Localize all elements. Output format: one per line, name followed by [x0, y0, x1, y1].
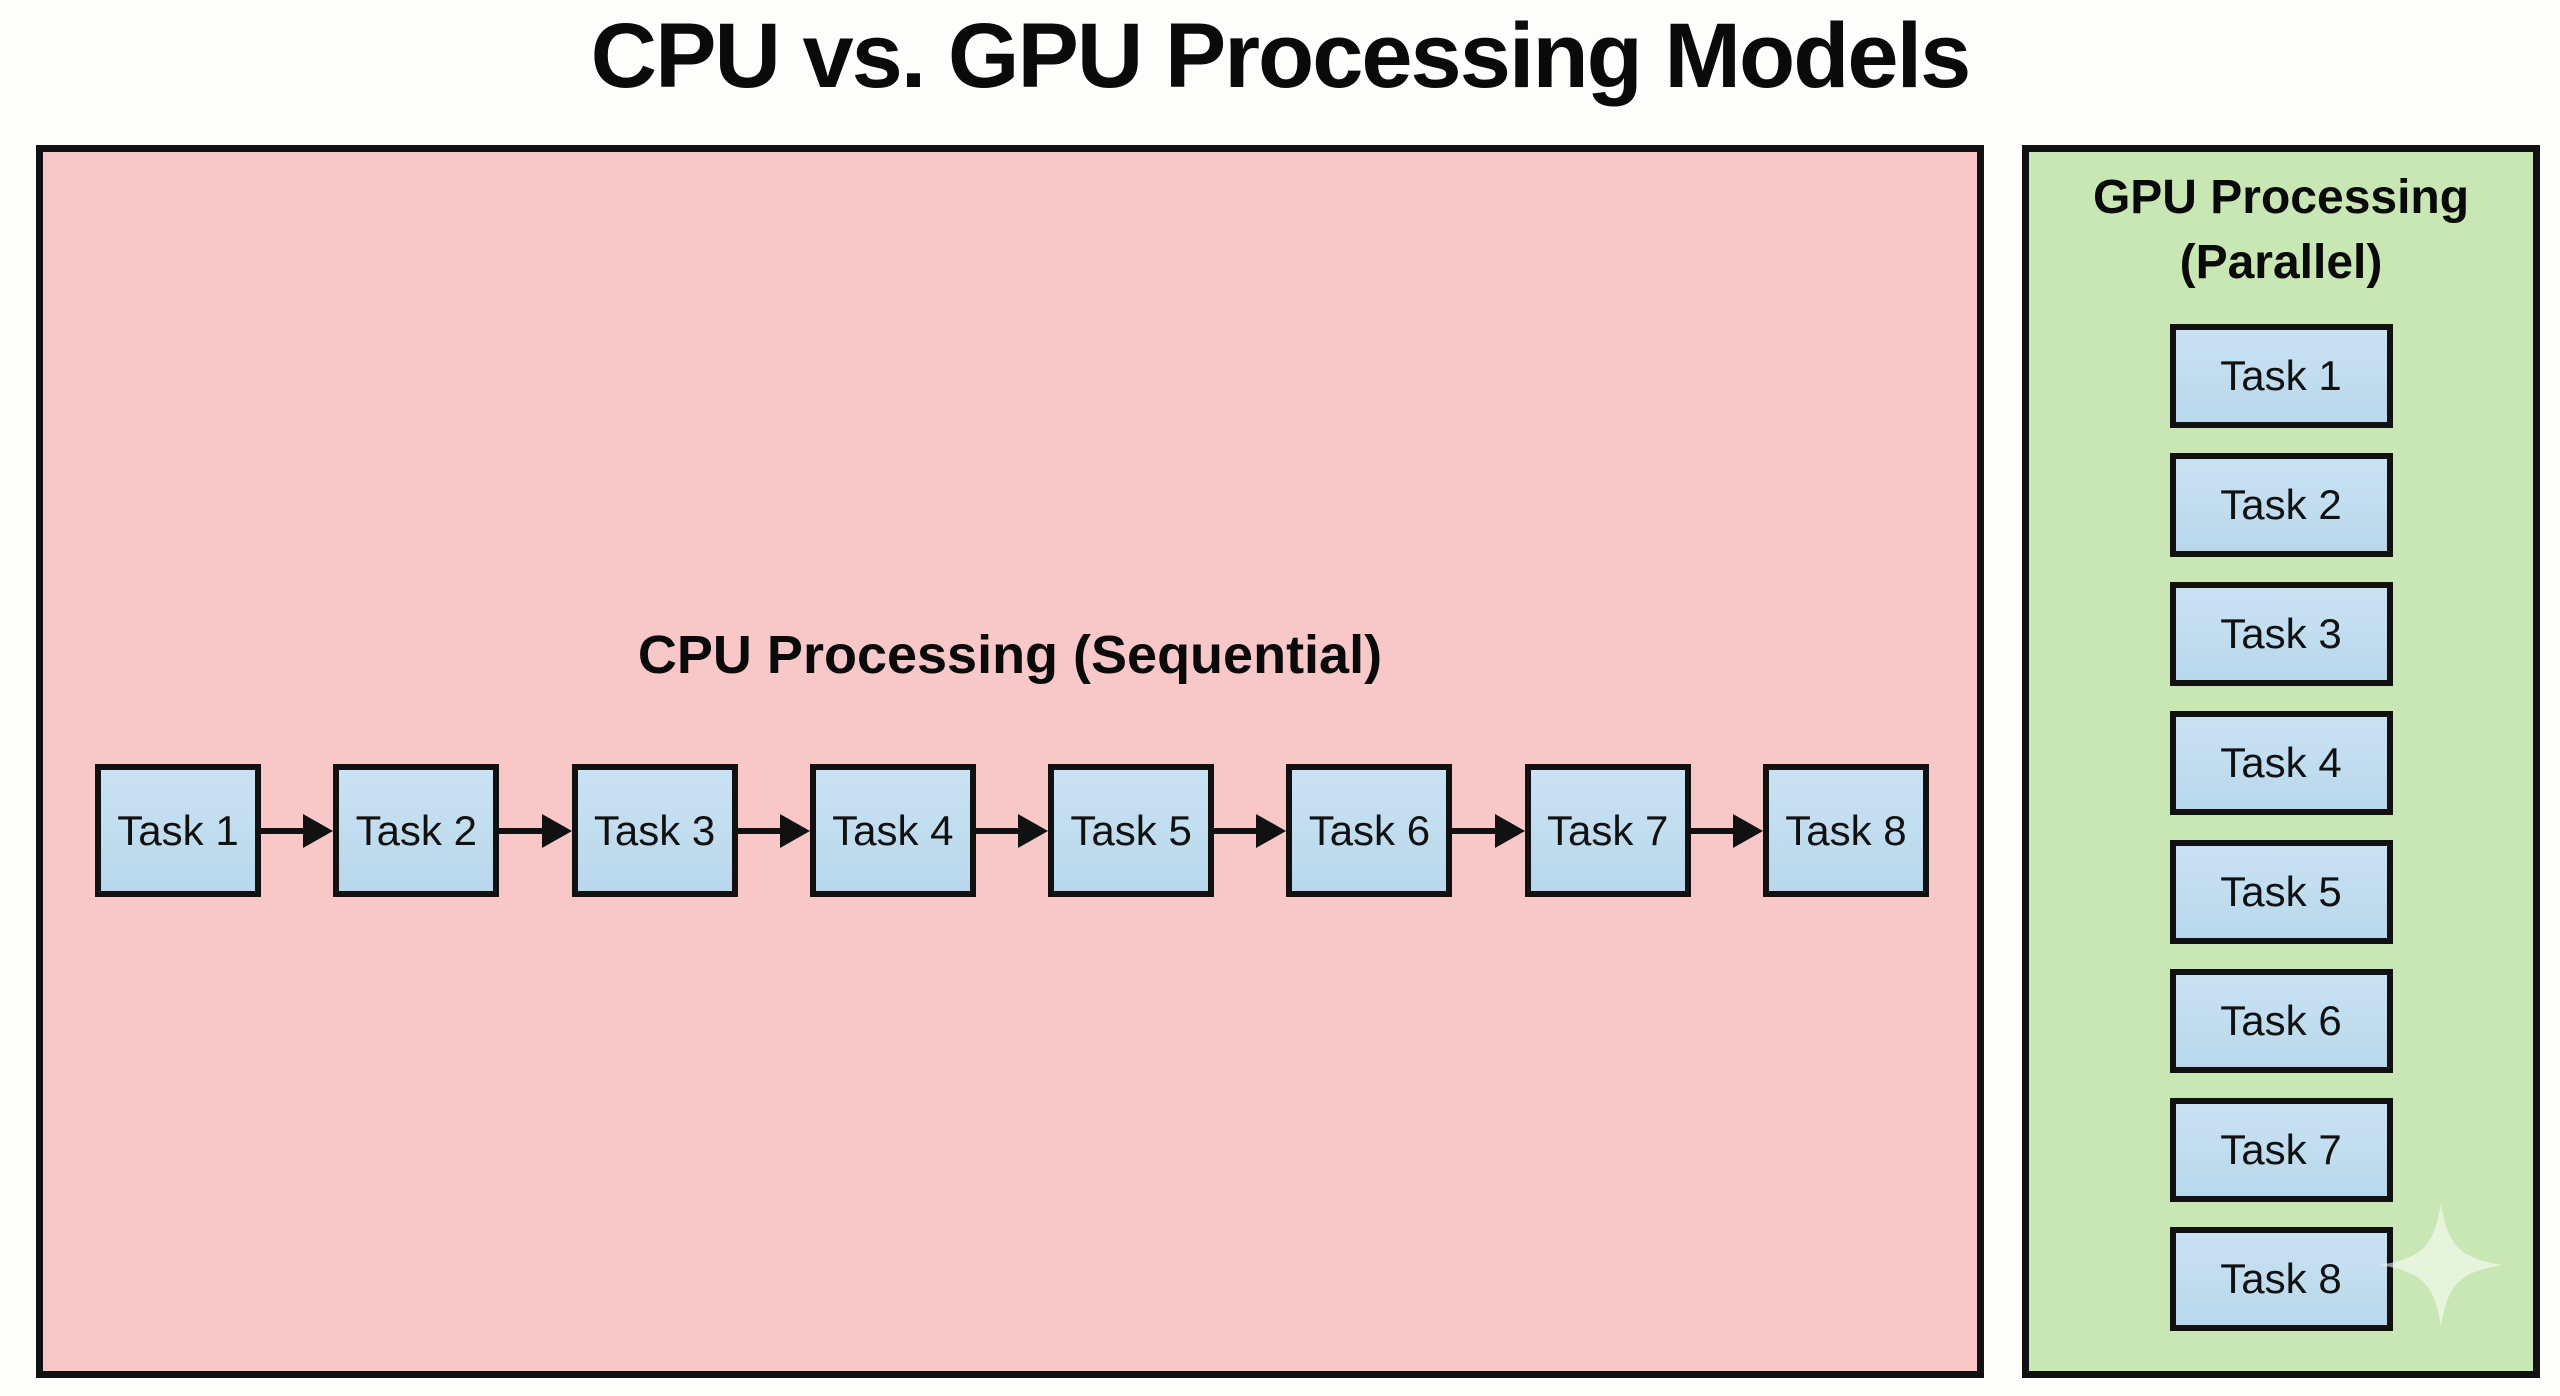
gpu-panel-label: GPU Processing (Parallel) — [2029, 166, 2533, 296]
arrow-line — [737, 827, 780, 834]
cpu-task-box: Task 5 — [1048, 764, 1215, 897]
arrow-line — [1452, 827, 1495, 834]
arrow-head — [1494, 813, 1525, 848]
cpu-task-row: Task 1 Task 2 Task 3 Task 4 Task 5 Task … — [95, 764, 1929, 897]
gpu-panel-label-line1: GPU Processing — [2092, 171, 2470, 224]
gpu-task-box: Task 3 — [2169, 582, 2393, 686]
arrow-head — [1732, 813, 1763, 848]
arrow-right-icon — [261, 813, 334, 848]
cpu-task-box: Task 3 — [571, 764, 738, 897]
arrow-right-icon — [499, 813, 572, 848]
gpu-task-box: Task 1 — [2169, 324, 2393, 428]
gpu-task-box: Task 8 — [2169, 1227, 2393, 1331]
gpu-task-box: Task 7 — [2169, 1098, 2393, 1202]
gpu-task-box: Task 5 — [2169, 840, 2393, 944]
page-title: CPU vs. GPU Processing Models — [590, 5, 1972, 107]
arrow-head — [1018, 813, 1049, 848]
arrow-head — [541, 813, 572, 848]
cpu-task-box: Task 2 — [333, 764, 500, 897]
arrow-line — [975, 827, 1019, 834]
arrow-line — [1214, 827, 1257, 834]
arrow-line — [499, 827, 542, 834]
cpu-task-box: Task 8 — [1762, 764, 1929, 897]
cpu-task-box: Task 1 — [95, 764, 261, 897]
cpu-panel: CPU Processing (Sequential) Task 1 Task … — [36, 145, 1984, 1378]
cpu-task-box: Task 4 — [809, 764, 976, 897]
arrow-right-icon — [737, 813, 810, 848]
gpu-task-box: Task 2 — [2169, 453, 2393, 557]
arrow-head — [303, 813, 334, 848]
arrow-right-icon — [1690, 813, 1763, 848]
cpu-task-box: Task 7 — [1524, 764, 1691, 897]
arrow-right-icon — [975, 813, 1049, 848]
cpu-task-box: Task 6 — [1286, 764, 1453, 897]
arrow-right-icon — [1452, 813, 1525, 848]
gpu-panel-label-line2: (Parallel) — [2179, 235, 2383, 289]
gpu-task-box: Task 4 — [2169, 711, 2393, 815]
arrow-head — [779, 813, 810, 848]
arrow-head — [1256, 813, 1287, 848]
gpu-panel: GPU Processing (Parallel) Task 1 Task 2 … — [2022, 145, 2540, 1378]
arrow-right-icon — [1214, 813, 1287, 848]
cpu-panel-label: CPU Processing (Sequential) — [637, 625, 1383, 685]
gpu-task-column: Task 1 Task 2 Task 3 Task 4 Task 5 Task … — [2029, 324, 2533, 1331]
arrow-line — [261, 827, 304, 834]
gpu-task-box: Task 6 — [2169, 969, 2393, 1073]
arrow-line — [1690, 827, 1733, 834]
